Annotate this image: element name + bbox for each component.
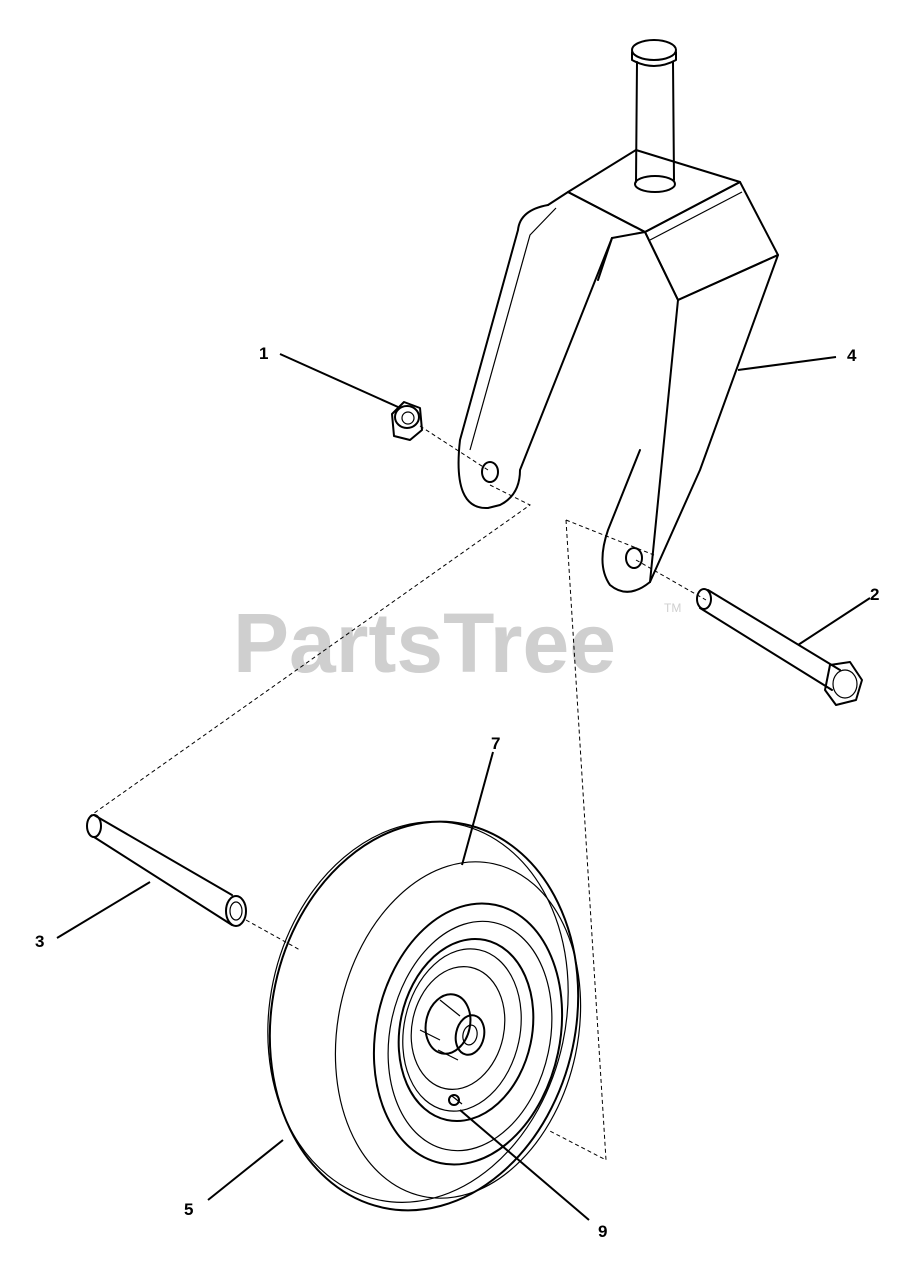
callout-5: 5 xyxy=(184,1200,193,1219)
spacer-tube[interactable] xyxy=(86,814,247,927)
assembly-lines xyxy=(89,425,707,1161)
axle-bolt[interactable] xyxy=(696,588,863,706)
callout-3: 3 xyxy=(35,932,44,951)
callout-1: 1 xyxy=(259,344,268,363)
grease-fitting[interactable] xyxy=(448,1094,463,1106)
callout-4: 4 xyxy=(847,346,857,365)
callout-2: 2 xyxy=(870,585,879,604)
lock-nut[interactable] xyxy=(391,401,423,441)
callout-9: 9 xyxy=(598,1222,607,1241)
wheel-assembly[interactable] xyxy=(233,793,613,1240)
callout-7: 7 xyxy=(491,734,500,753)
watermark-text: PartsTree xyxy=(233,596,616,690)
leader-lines xyxy=(56,353,871,1221)
caster-fork[interactable] xyxy=(457,39,779,593)
watermark-tm: TM xyxy=(664,601,681,615)
